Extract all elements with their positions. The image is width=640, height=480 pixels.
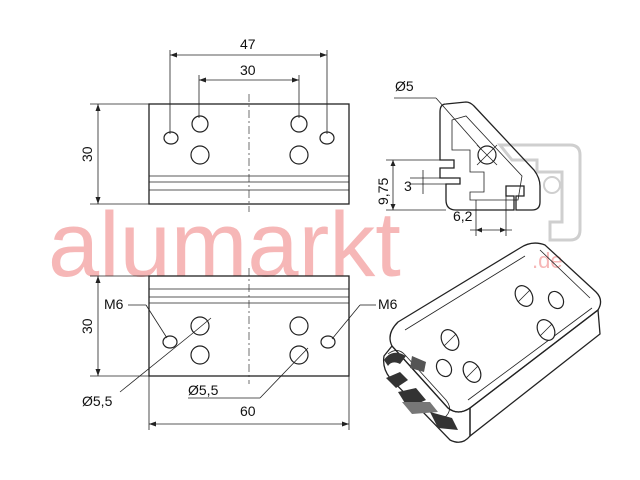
label-profile-height: 9,75	[375, 178, 391, 205]
label-bore-left: Ø5,5	[82, 393, 113, 409]
dim-bottom-height: 30	[79, 318, 95, 334]
dim-top-height: 30	[79, 146, 95, 162]
label-bore-center: Ø5,5	[188, 382, 219, 398]
watermark-brand: alumarkt	[48, 194, 401, 296]
watermark-suffix: .de	[532, 248, 563, 273]
profile-section: Ø5 9,75 3 6,2	[375, 78, 582, 242]
dim-top-width-outer: 47	[240, 36, 256, 52]
isometric-view	[382, 242, 602, 443]
label-profile-width: 6,2	[453, 208, 473, 224]
label-thread-right: M6	[378, 296, 398, 312]
bottom-view: 30 60 M6 M6 Ø5,5 Ø5,5	[79, 268, 398, 430]
label-profile-bore: Ø5	[395, 78, 414, 94]
dim-top-width-inner: 30	[240, 62, 256, 78]
label-profile-slot: 3	[404, 178, 412, 194]
top-view: 47 30 30	[79, 36, 350, 212]
dim-bottom-width: 60	[240, 403, 256, 419]
label-thread-left: M6	[104, 296, 124, 312]
